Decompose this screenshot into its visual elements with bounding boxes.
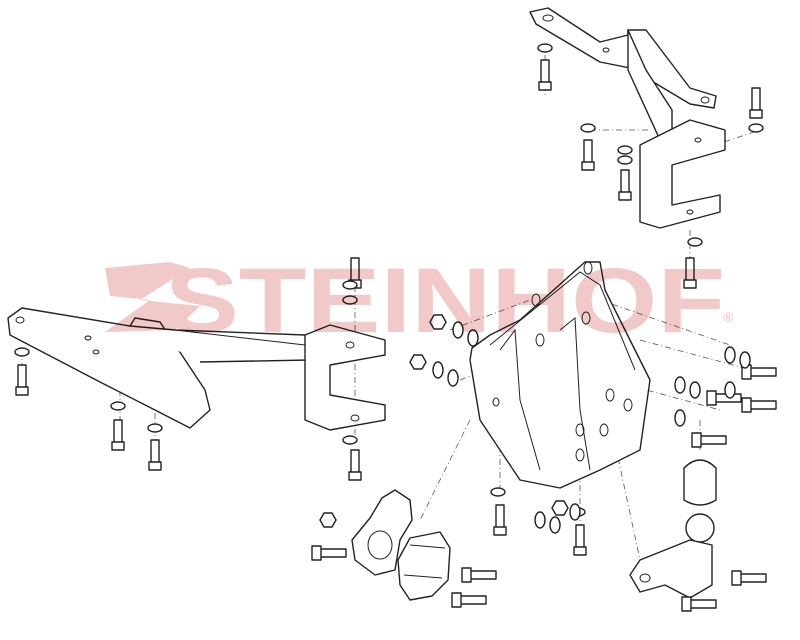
- bolt-icon: [319, 548, 347, 558]
- bolt-head-icon: [681, 596, 692, 612]
- washer-icon: [147, 423, 163, 433]
- bolt-head-icon: [148, 461, 162, 471]
- steinhof-watermark: STEINHOF ®: [105, 250, 734, 352]
- bolt-head-icon: [691, 432, 702, 448]
- bolt-icon: [150, 439, 160, 465]
- electrical-socket: [397, 531, 451, 601]
- tow-ball: [685, 513, 715, 543]
- lock-washer-icon: [447, 369, 459, 387]
- nut-icon: [429, 314, 447, 330]
- bolt-icon: [620, 169, 630, 195]
- washer-icon: [342, 295, 358, 305]
- bolt-head-icon: [493, 526, 507, 536]
- lock-washer-icon: [689, 381, 701, 399]
- bolt-head-icon: [731, 570, 742, 586]
- bolt-head-icon: [111, 441, 125, 451]
- bolt-icon: [113, 419, 123, 445]
- bolt-icon: [575, 524, 585, 550]
- washer-icon: [110, 401, 126, 411]
- bolt-icon: [699, 435, 727, 445]
- bolt-icon: [459, 595, 487, 605]
- bolt-icon: [583, 139, 593, 165]
- washer-icon: [537, 43, 553, 53]
- left-bracket: [7, 307, 386, 431]
- top-bracket: [529, 7, 726, 229]
- tow-ball-neck: [629, 539, 713, 599]
- washer-icon: [14, 347, 30, 357]
- bolt-head-icon: [451, 592, 462, 608]
- washer-icon: [687, 237, 703, 247]
- bolt-icon: [749, 400, 777, 410]
- lock-washer-icon: [674, 376, 686, 394]
- bolt-head-icon: [683, 279, 697, 289]
- bolt-head-icon: [573, 546, 587, 556]
- bolt-head-icon: [706, 390, 717, 406]
- washer-icon: [342, 280, 358, 290]
- bolt-head-icon: [348, 471, 362, 481]
- bolt-icon: [495, 504, 505, 530]
- bolt-icon: [469, 570, 497, 580]
- socket-plate: [351, 489, 413, 576]
- tow-ball-assembly: [629, 459, 717, 599]
- watermark-text: STEINHOF: [165, 250, 725, 352]
- lock-washer-icon: [432, 361, 444, 379]
- washer-icon: [617, 145, 633, 155]
- bolt-head-icon: [461, 567, 472, 583]
- bolt-head-icon: [15, 386, 29, 396]
- nut-icon: [551, 500, 569, 516]
- lock-washer-icon: [569, 503, 581, 521]
- lock-washer-icon: [724, 381, 736, 399]
- bolt-icon: [751, 87, 761, 113]
- bolt-head-icon: [749, 109, 763, 119]
- steinhof-logo-icon: [105, 262, 200, 332]
- lock-washer-icon: [534, 511, 546, 529]
- bolt-icon: [749, 367, 777, 377]
- fasteners: [14, 43, 777, 612]
- lock-washer-icon: [467, 329, 479, 347]
- central-mount-plate: [469, 261, 651, 489]
- washer-icon: [748, 123, 764, 133]
- bolt-head-icon: [311, 545, 322, 561]
- washer-icon: [580, 123, 596, 133]
- bolt-head-icon: [581, 161, 595, 171]
- nut-icon: [409, 354, 427, 370]
- nut-icon: [319, 512, 337, 528]
- bolt-icon: [17, 364, 27, 390]
- lock-washer-icon: [452, 321, 464, 339]
- bolt-icon: [540, 59, 550, 85]
- ball-cover: [683, 459, 717, 506]
- bolt-icon: [350, 449, 360, 475]
- washer-icon: [617, 155, 633, 165]
- bolt-icon: [689, 599, 717, 609]
- bolt-head-icon: [538, 81, 552, 91]
- lock-washer-icon: [724, 346, 736, 364]
- washer-icon: [490, 487, 506, 497]
- bolt-head-icon: [741, 397, 752, 413]
- washer-icon: [342, 435, 358, 445]
- lock-washer-icon: [549, 516, 561, 534]
- registered-mark: ®: [723, 309, 734, 325]
- lock-washer-icon: [674, 409, 686, 427]
- bolt-icon: [739, 573, 767, 583]
- bolt-head-icon: [618, 191, 632, 201]
- lock-washer-icon: [739, 351, 751, 369]
